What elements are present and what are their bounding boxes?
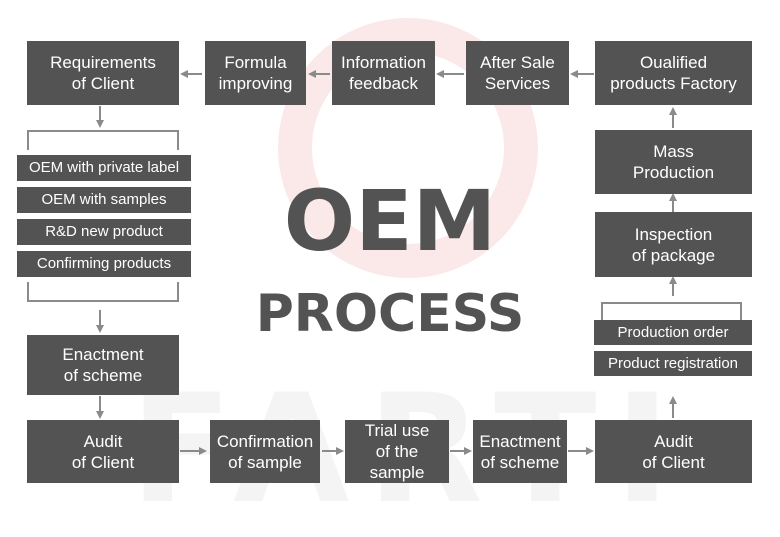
option-product-registration: Product registration [594,351,752,376]
option-oem-private-label: OEM with private label [17,155,191,181]
enactment-of-scheme-left-box: Enactment of scheme [27,335,179,395]
enactment-of-scheme-bottom-box: Enactment of scheme [473,420,567,483]
option-rd-new-product: R&D new product [17,219,191,245]
connectors-layer [27,70,742,455]
after-sale-services-box: After Sale Services [466,41,569,105]
information-feedback-box: Information feedback [332,41,435,105]
audit-of-client-right-box: Audit of Client [595,420,752,483]
qualified-products-factory-box: Oualified products Factory [595,41,752,105]
requirements-of-client-box: Requirements of Client [27,41,179,105]
option-confirming-products: Confirming products [17,251,191,277]
option-oem-samples: OEM with samples [17,187,191,213]
inspection-of-package-box: Inspection of package [595,212,752,277]
trial-use-of-sample-box: Trial use of the sample [345,420,449,483]
option-production-order: Production order [594,320,752,345]
audit-of-client-left-box: Audit of Client [27,420,179,483]
mass-production-box: Mass Production [595,130,752,194]
title-oem: OEM [283,172,497,270]
right-bracket-top [601,302,742,322]
left-bracket-bottom [27,282,179,302]
confirmation-of-sample-box: Confirmation of sample [210,420,320,483]
formula-improving-box: Formula improving [205,41,306,105]
title-process: PROCESS [255,284,525,344]
left-bracket-top [27,130,179,150]
